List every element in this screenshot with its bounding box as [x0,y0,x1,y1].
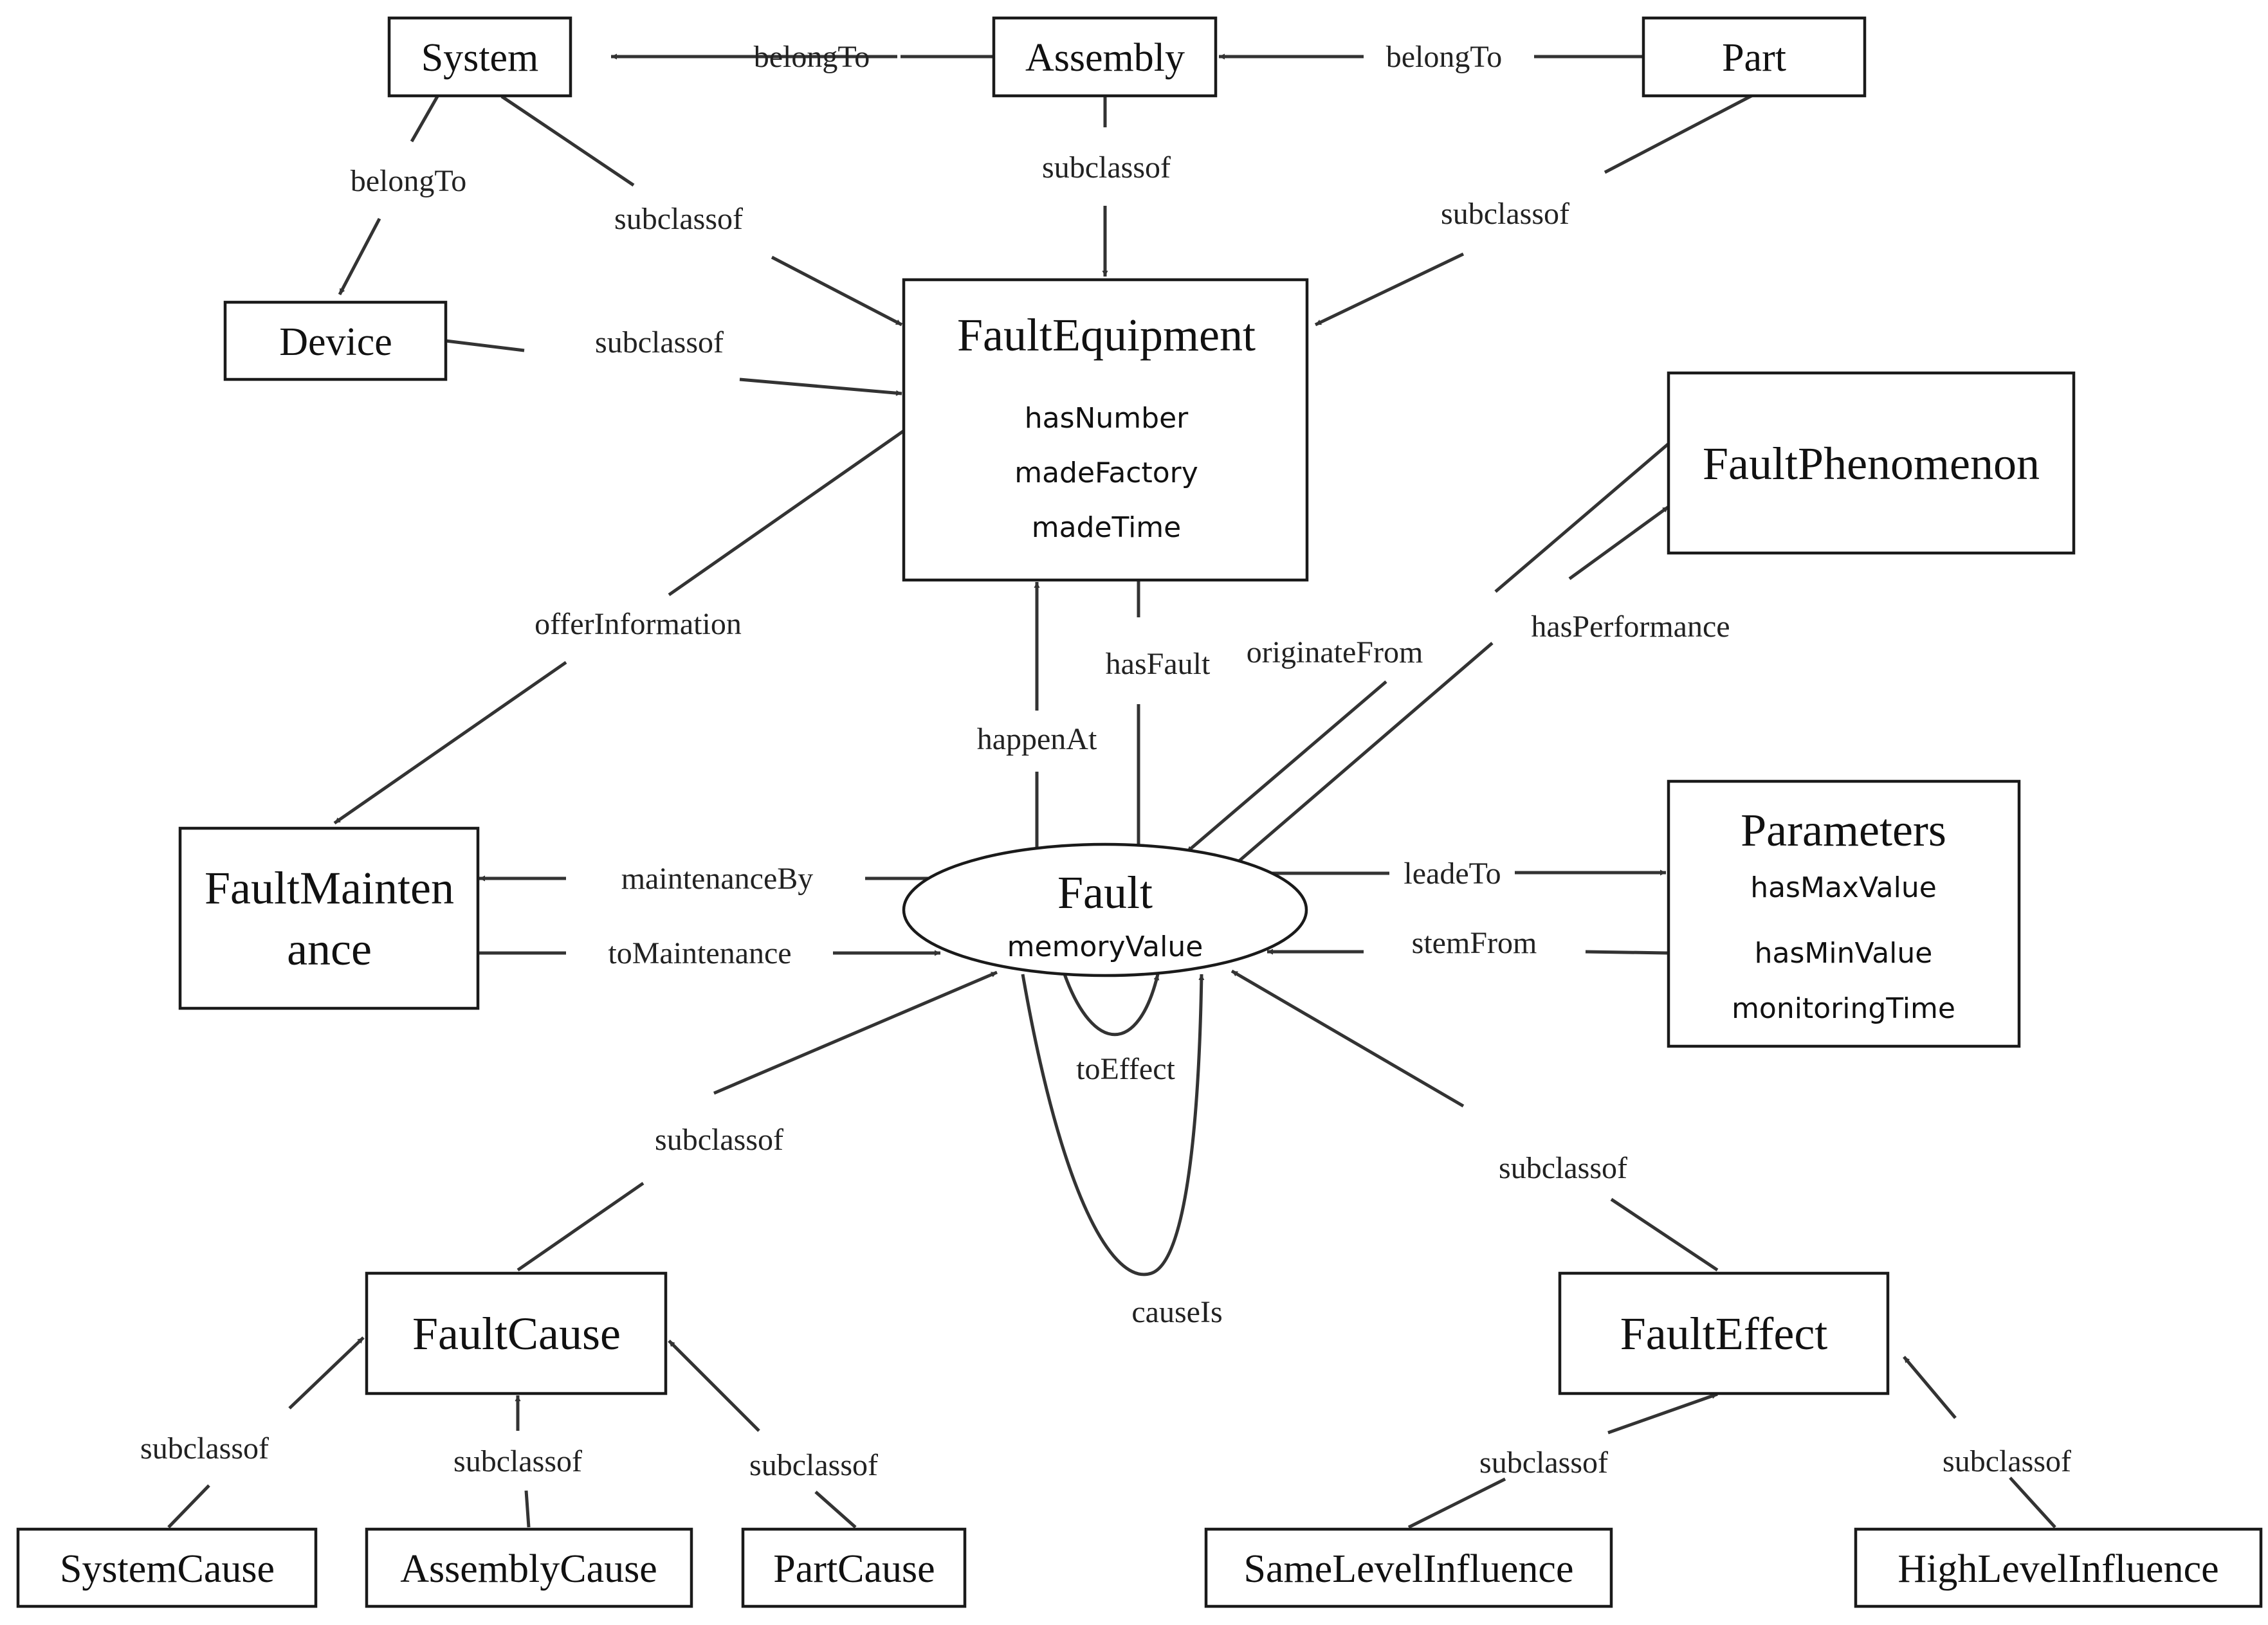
edge-labels: belongTo belongTo belongTo subclassof su… [140,40,2071,1482]
node-parameters: Parameters hasMaxValue hasMinValue monit… [1667,779,2021,1048]
edge-hasperf-bottom [1237,642,1494,863]
node-parameters-attr-1: hasMaxValue [1750,871,1937,904]
node-high-level-influence-label: HighLevelInfluence [1898,1547,2218,1591]
node-fault-cause: FaultCause [365,1271,668,1395]
node-high-level-influence: HighLevelInfluence [1854,1527,2263,1608]
edge-highlevel-bottom [2009,1476,2056,1529]
edge-part-equipment-arrow [1314,252,1465,327]
label-assembly-system: belongTo [754,40,870,74]
node-fault: Fault memoryValue [902,842,1308,977]
label-device-equipment: subclassof [595,325,724,359]
node-same-level-influence: SameLevelInfluence [1204,1527,1613,1608]
node-fault-maintenance: FaultMainten ance [178,826,480,1010]
label-same-level: subclassof [1479,1446,1608,1480]
node-part: Part [1642,16,1867,98]
node-assembly: Assembly [992,16,1218,98]
node-fault-equipment-attr-1: hasNumber [1025,402,1189,435]
node-fault-maintenance-line1: FaultMainten [205,862,454,914]
edge-causeis-loop [1021,974,1205,1276]
label-maintenance-by: maintenanceBy [621,862,814,896]
node-device-label: Device [279,320,392,364]
node-same-level-influence-label: SameLevelInfluence [1244,1547,1574,1591]
edge-part-equipment-top [1604,93,1754,174]
label-assembly-cause: subclassof [453,1444,582,1478]
node-parameters-title: Parameters [1741,804,1946,856]
label-to-effect: toEffect [1076,1052,1175,1086]
edge-originate-arrow [1185,680,1387,853]
label-has-performance: hasPerformance [1531,610,1730,644]
node-fault-effect: FaultEffect [1558,1271,1890,1395]
label-part-equipment: subclassof [1441,197,1569,231]
node-system-cause: SystemCause [16,1527,318,1608]
node-fault-phenomenon: FaultPhenomenon [1667,371,2076,555]
node-assembly-label: Assembly [1025,36,1185,80]
label-assembly-equipment: subclassof [1042,150,1171,185]
label-high-level: subclassof [1943,1444,2071,1478]
node-fault-maintenance-line2: ance [287,923,372,975]
edge-effect-fault-arrow [1230,969,1465,1108]
edge-effect-fault-bottom [1610,1197,1719,1272]
label-to-maintenance: toMaintenance [608,936,791,970]
edge-device-equipment-arrow [739,377,902,396]
label-cause-fault: subclassof [655,1123,783,1157]
edge-hasperf-arrow [1568,505,1670,581]
node-system-cause-label: SystemCause [60,1547,275,1591]
label-originate-from: originateFrom [1247,635,1423,669]
edge-partcause-arrow [668,1339,760,1432]
edge-cause-fault-bottom [517,1181,645,1272]
edge-cause-fault-arrow [713,970,998,1095]
edge-samelevel-arrow [1607,1392,1718,1435]
edge-highlevel-arrow [1903,1356,1957,1419]
edge-syscause-arrow [288,1336,365,1410]
edge-syscause-bottom [167,1484,210,1529]
label-system-cause: subclassof [140,1431,269,1466]
node-fault-effect-label: FaultEffect [1620,1308,1828,1359]
edge-system-equipment-top [500,95,635,187]
label-system-device: belongTo [351,164,467,198]
node-fault-equipment-title: FaultEquipment [957,309,1256,361]
node-part-cause-label: PartCause [773,1547,935,1591]
label-system-equipment: subclassof [614,202,743,236]
node-fault-phenomenon-label: FaultPhenomenon [1703,438,2040,489]
node-parameters-attr-2: hasMinValue [1755,937,1933,970]
node-fault-equipment-attr-3: madeTime [1032,511,1182,544]
edge-asmcause-bottom [524,1490,531,1528]
node-part-cause: PartCause [741,1527,967,1608]
label-part-assembly: belongTo [1386,40,1503,74]
edges [167,53,2056,1529]
edge-samelevel-bottom [1407,1477,1506,1529]
node-fault-cause-label: FaultCause [412,1308,621,1359]
label-effect-fault: subclassof [1499,1151,1627,1185]
label-happen-at: happenAt [977,722,1097,756]
node-assembly-cause: AssemblyCause [365,1527,693,1608]
label-stem-from: stemFrom [1412,926,1537,960]
node-fault-attr: memoryValue [1007,931,1203,963]
edge-system-device-top [410,95,439,143]
edge-device-equipment-tail [445,339,525,352]
label-has-fault: hasFault [1106,647,1211,681]
node-fault-title: Fault [1057,867,1153,918]
node-assembly-cause-label: AssemblyCause [400,1547,657,1591]
label-cause-is: causeIs [1131,1295,1222,1329]
nodes: System Assembly Part Device FaultEquipme… [16,16,2263,1608]
node-parameters-attr-3: monitoringTime [1732,992,1955,1025]
node-fault-equipment: FaultEquipment hasNumber madeFactory mad… [902,278,1309,582]
edge-toeffect-loop [1063,974,1160,1036]
edge-partcause-bottom [814,1491,857,1529]
label-offer-information: offerInformation [535,607,742,641]
node-system-label: System [421,36,539,80]
edge-system-equipment-arrow [771,255,903,327]
node-system: System [387,16,572,98]
edge-originate-top [1494,442,1670,593]
label-part-cause: subclassof [749,1448,878,1482]
edge-offerinfo-top [668,429,905,597]
node-device: Device [223,300,448,381]
edge-system-device-arrow [338,217,381,296]
node-part-label: Part [1722,36,1786,80]
node-fault-equipment-attr-2: madeFactory [1014,457,1198,489]
edge-offerinfo-arrow [333,660,567,825]
edge-stemfrom-tail [1585,950,1668,955]
label-leade-to: leadeTo [1404,857,1501,891]
